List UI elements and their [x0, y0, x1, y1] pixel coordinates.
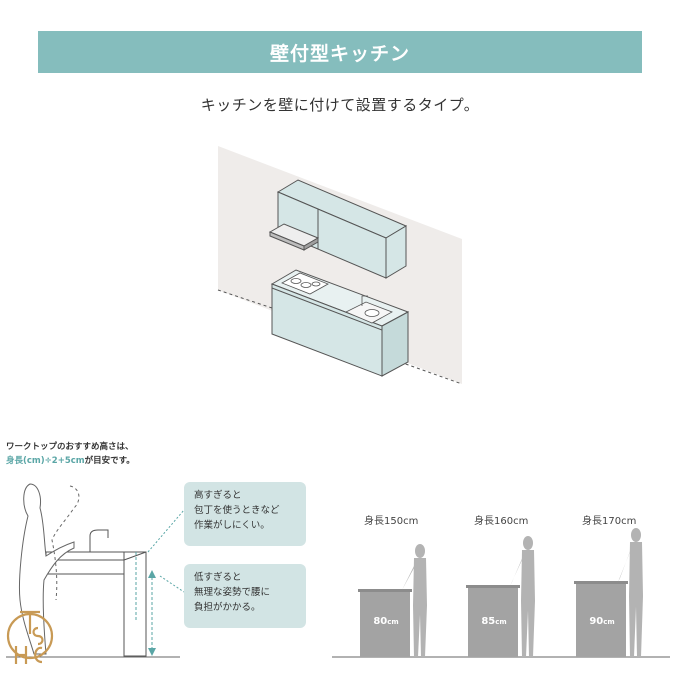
- counter-height-85: 85cm: [481, 616, 507, 627]
- callout-too-low: 低すぎると 無理な姿勢で腰に 負担がかかる。: [184, 564, 306, 628]
- sink: [345, 295, 393, 324]
- example-person-head: [415, 544, 425, 558]
- example-person-body: [413, 558, 427, 657]
- callout-line: 低すぎると: [194, 572, 242, 583]
- note-line-2: が目安です。: [84, 456, 135, 466]
- brand-logo-icon: [6, 610, 54, 664]
- height-label-150: 身長150cm: [364, 516, 419, 527]
- height-label-160: 身長160cm: [474, 516, 529, 527]
- counter-height-90: 90cm: [589, 616, 615, 627]
- example-person-body: [521, 550, 535, 657]
- callout-line: 負担がかかる。: [194, 602, 261, 613]
- note-line-1: ワークトップのおすすめ高さは、: [6, 442, 134, 452]
- leaning-person-outline: [51, 485, 80, 601]
- base-cabinet: [270, 269, 410, 377]
- height-label-170: 身長170cm: [582, 516, 637, 527]
- callout-line: 高すぎると: [194, 490, 242, 501]
- range-hood: [268, 223, 320, 251]
- example-counter: [360, 592, 410, 657]
- recommendation-note: ワークトップのおすすめ高さは、 身長(cm)÷2+5cmが目安です。: [6, 440, 135, 468]
- example-person-head: [523, 536, 533, 550]
- page-subtitle: キッチンを壁に付けて設置するタイプ。: [200, 96, 480, 114]
- wall-cabinet: [276, 179, 408, 279]
- callout-line: 無理な姿勢で腰に: [194, 587, 271, 598]
- faucet: [89, 529, 109, 552]
- title-banner: 壁付型キッチン: [38, 31, 642, 73]
- example-person-body: [629, 542, 643, 657]
- page-title: 壁付型キッチン: [269, 42, 410, 65]
- example-person-head: [631, 528, 641, 542]
- floor-line-right: [399, 361, 463, 385]
- counter-height-80: 80cm: [373, 616, 399, 627]
- cooktop: [281, 272, 329, 295]
- callout-connector-1: [147, 509, 185, 553]
- example-worktop: [358, 589, 412, 592]
- examples-illustration: [332, 528, 670, 658]
- kitchen-illustration: [217, 146, 463, 385]
- demo-counter: [45, 551, 147, 657]
- callout-connector-2: [159, 575, 185, 593]
- note-formula: 身長(cm)÷2+5cm: [6, 456, 85, 466]
- example-counter: [468, 588, 518, 657]
- callout-line: 作業がしにくい。: [194, 520, 270, 531]
- example-worktop: [574, 581, 628, 584]
- callout-line: 包丁を使うときなど: [194, 505, 280, 516]
- example-counter: [576, 584, 626, 657]
- example-person-arm: [402, 562, 416, 590]
- example-worktop: [466, 585, 520, 588]
- recommended-height-arrow: [148, 570, 156, 656]
- callout-too-high: 高すぎると 包丁を使うときなど 作業がしにくい。: [184, 482, 306, 546]
